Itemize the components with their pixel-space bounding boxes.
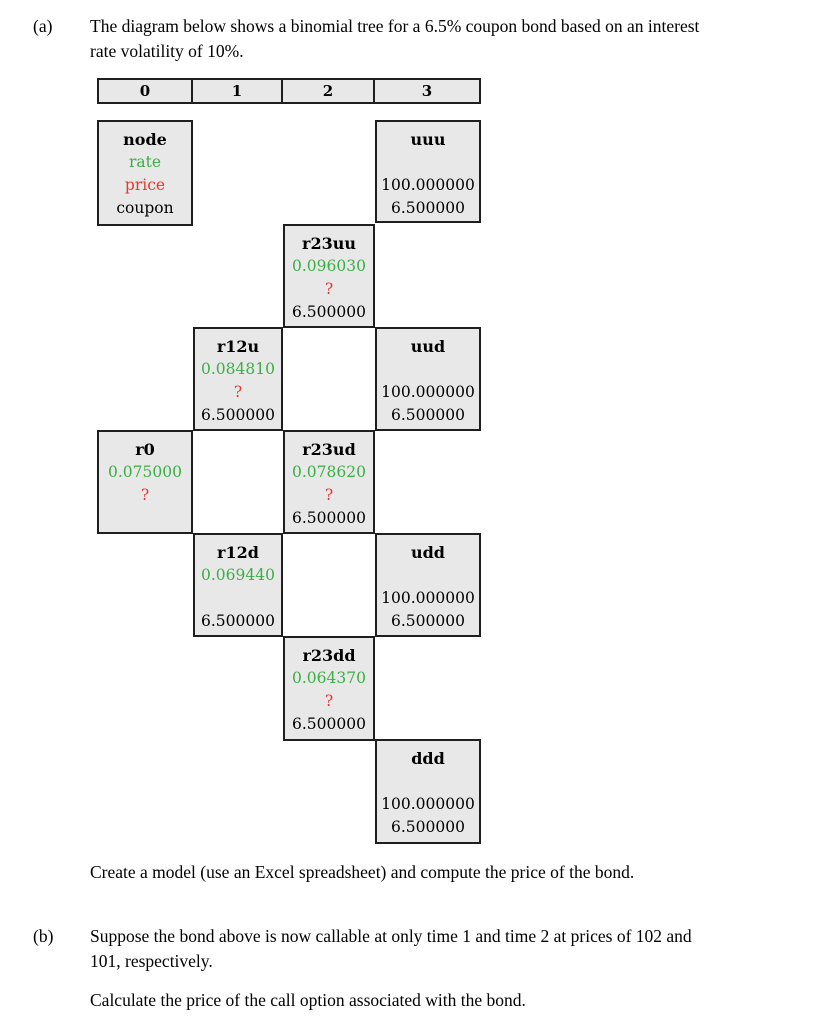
node-coupon: 6.500000	[391, 612, 465, 630]
legend-price-label: price	[124, 176, 166, 194]
node-price: ?	[233, 383, 243, 401]
tree-node-r23uu: r23uu 0.096030 ? 6.500000	[283, 224, 375, 328]
tree-node-r12d: r12d 0.069440 6.500000	[193, 533, 283, 637]
node-coupon: 6.500000	[201, 406, 275, 424]
binomial-tree-diagram: 0 1 2 3 node rate price coupon uuu 100.0…	[97, 78, 483, 846]
node-coupon: 6.500000	[292, 715, 366, 733]
node-title: uuu	[410, 130, 446, 149]
node-rate	[377, 770, 479, 793]
legend-box: node rate price coupon	[97, 120, 193, 226]
time-header-3: 3	[373, 78, 481, 104]
part-b-instruction: Calculate the price of the call option a…	[90, 990, 526, 1010]
node-title: r12d	[217, 543, 259, 562]
node-title: udd	[410, 543, 445, 562]
node-coupon: 6.500000	[292, 303, 366, 321]
tree-node-udd: udd 100.000000 6.500000	[375, 533, 481, 637]
node-price: 100.000000	[381, 795, 475, 813]
node-title: ddd	[411, 749, 445, 768]
node-price: ?	[324, 486, 334, 504]
node-rate: 0.069440	[201, 566, 275, 584]
node-price: 100.000000	[381, 176, 475, 194]
tree-node-uuu: uuu 100.000000 6.500000	[375, 120, 481, 223]
part-b-label: (b)	[33, 926, 54, 946]
legend-rate-label: rate	[128, 153, 162, 171]
part-a-instruction: Create a model (use an Excel spreadsheet…	[90, 862, 635, 882]
node-rate	[377, 358, 479, 381]
node-coupon	[99, 507, 191, 530]
node-rate: 0.084810	[201, 360, 275, 378]
tree-node-r23ud: r23ud 0.078620 ? 6.500000	[283, 430, 375, 534]
node-rate: 0.075000	[108, 463, 182, 481]
node-title: r23uu	[302, 234, 356, 253]
tree-node-ddd: ddd 100.000000 6.500000	[375, 739, 481, 844]
node-rate: 0.078620	[292, 463, 366, 481]
node-coupon: 6.500000	[391, 406, 465, 424]
node-title: r23dd	[302, 646, 356, 665]
part-a-text: The diagram below shows a binomial tree …	[90, 16, 700, 61]
node-rate	[377, 564, 479, 587]
time-header-1: 1	[191, 78, 283, 104]
legend-node-label: node	[123, 130, 167, 149]
node-title: r12u	[216, 337, 260, 356]
legend-coupon-label: coupon	[116, 199, 174, 217]
node-price: ?	[324, 280, 334, 298]
tree-node-r23dd: r23dd 0.064370 ? 6.500000	[283, 636, 375, 741]
time-header-0: 0	[97, 78, 193, 104]
tree-node-uud: uud 100.000000 6.500000	[375, 327, 481, 431]
node-price: ?	[324, 692, 334, 710]
node-rate: 0.064370	[292, 669, 366, 687]
node-coupon: 6.500000	[391, 199, 465, 217]
part-a-label: (a)	[33, 16, 53, 36]
time-header-2: 2	[281, 78, 375, 104]
node-price	[195, 587, 281, 610]
node-coupon: 6.500000	[201, 612, 275, 630]
node-title: uud	[410, 337, 446, 356]
node-price: 100.000000	[381, 383, 475, 401]
node-title: r0	[135, 440, 155, 459]
node-rate: 0.096030	[292, 257, 366, 275]
node-title: r23ud	[302, 440, 356, 459]
node-coupon: 6.500000	[292, 509, 366, 527]
node-price: 100.000000	[381, 589, 475, 607]
node-coupon: 6.500000	[391, 818, 465, 836]
tree-node-r12u: r12u 0.084810 ? 6.500000	[193, 327, 283, 431]
part-b-text: Suppose the bond above is now callable a…	[90, 926, 692, 971]
node-price: ?	[140, 486, 150, 504]
node-rate	[377, 151, 479, 174]
tree-node-r0: r0 0.075000 ?	[97, 430, 193, 534]
